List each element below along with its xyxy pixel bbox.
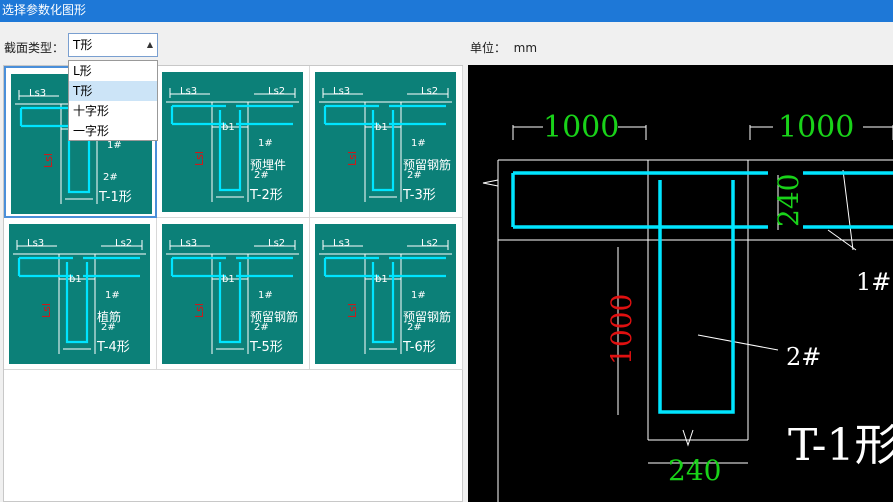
thumb-b1-label: b1 — [222, 122, 235, 133]
thumb-ls3-label: Ls3 — [333, 86, 351, 97]
thumb-lsl-label: Lsl — [345, 303, 359, 318]
thumb-caption: T-3形 — [403, 188, 436, 203]
thumb-ls2-label: Ls2 — [268, 86, 286, 97]
t-section-diagram — [319, 240, 452, 354]
thumb-lsl-label: Lsl — [41, 153, 55, 168]
window-title: 选择参数化图形 — [2, 3, 87, 17]
thumb-caption: T-4形 — [97, 340, 130, 355]
thumb-bar1-label: 1# — [105, 290, 120, 301]
thumb-lsl-label: Lsl — [345, 151, 359, 166]
thumb-ls3-label: Ls3 — [180, 86, 198, 97]
thumb-extra-label: 预埋件 — [250, 158, 287, 172]
thumb-extra-label: 预留钢筋 — [403, 158, 452, 172]
thumb-bar1-label: 1# — [411, 290, 426, 301]
thumb-lsl-label: Lsl — [39, 303, 53, 318]
thumb-caption: T-6形 — [403, 340, 436, 355]
thumb-bar2-label: 2# — [254, 322, 269, 333]
thumb-bar1-label: 1# — [411, 138, 426, 149]
dim-web-width: 240 — [668, 454, 721, 487]
preview-drawing: 1000 1000 240 1000 240 1# 2# T-1形 — [482, 110, 893, 502]
thumb-bar1-label: 1# — [258, 290, 273, 301]
thumb-bar2-label: 2# — [254, 170, 269, 181]
section-type-select[interactable]: T形 ▲ — [68, 33, 158, 57]
thumb-ls3-label: Ls3 — [27, 238, 45, 249]
preview-canvas: 1000 1000 240 1000 240 1# 2# T-1形 — [468, 65, 893, 502]
t-section-diagram — [166, 88, 299, 202]
dim-top-right: 1000 — [778, 110, 854, 145]
section-type-value: T形 — [73, 38, 93, 52]
thumb-extra-label: 预留钢筋 — [250, 310, 299, 324]
unit-label: 单位： mm — [470, 41, 538, 55]
dim-web-length: 1000 — [605, 294, 638, 365]
thumb-b1-label: b1 — [375, 122, 388, 133]
thumb-ls3-label: Ls3 — [180, 238, 198, 249]
bar-2-label: 2# — [786, 343, 821, 371]
thumb-caption: T-1形 — [99, 190, 132, 205]
t-section-diagram — [13, 240, 146, 354]
thumb-caption: T-5形 — [250, 340, 283, 355]
thumb-bar2-label: 2# — [103, 172, 118, 183]
dim-top-left: 1000 — [543, 110, 619, 145]
option-t[interactable]: T形 — [69, 81, 157, 101]
thumb-lsl-label: Lsl — [192, 151, 206, 166]
thumb-ls2-label: Ls2 — [421, 238, 439, 249]
thumb-ls2-label: Ls2 — [421, 86, 439, 97]
thumb-extra-label: 预留钢筋 — [403, 310, 452, 324]
preview-caption: T-1形 — [788, 420, 893, 471]
thumb-caption: T-2形 — [250, 188, 283, 203]
thumb-bar1-label: 1# — [107, 140, 122, 151]
option-cross[interactable]: 十字形 — [73, 104, 110, 118]
title-bar: 选择参数化图形 — [0, 0, 893, 22]
thumb-lsl-label: Lsl — [192, 303, 206, 318]
thumb-ls3-label: Ls3 — [333, 238, 351, 249]
section-type-dropdown[interactable]: L形 T形 十字形 一字形 — [68, 60, 158, 141]
unit-value: mm — [513, 41, 538, 55]
thumb-extra-label: 植筋 — [97, 310, 122, 324]
thumb-b1-label: b1 — [375, 274, 388, 285]
t-section-diagram — [166, 240, 299, 354]
bar-1-label: 1# — [856, 268, 891, 296]
thumb-bar2-label: 2# — [407, 170, 422, 181]
section-type-label: 截面类型： — [4, 41, 65, 55]
dim-flange-height: 240 — [772, 174, 805, 227]
thumb-ls3-label: Ls3 — [29, 88, 47, 99]
dropdown-arrow-icon[interactable]: ▲ — [146, 40, 153, 49]
thumb-b1-label: b1 — [222, 274, 235, 285]
option-line[interactable]: 一字形 — [73, 124, 110, 138]
thumb-bar2-label: 2# — [407, 322, 422, 333]
thumb-ls2-label: Ls2 — [268, 238, 286, 249]
option-l[interactable]: L形 — [73, 64, 92, 78]
thumb-b1-label: b1 — [69, 274, 82, 285]
thumb-ls2-label: Ls2 — [115, 238, 133, 249]
thumb-bar1-label: 1# — [258, 138, 273, 149]
thumb-bar2-label: 2# — [101, 322, 116, 333]
t-section-diagram — [319, 88, 452, 202]
